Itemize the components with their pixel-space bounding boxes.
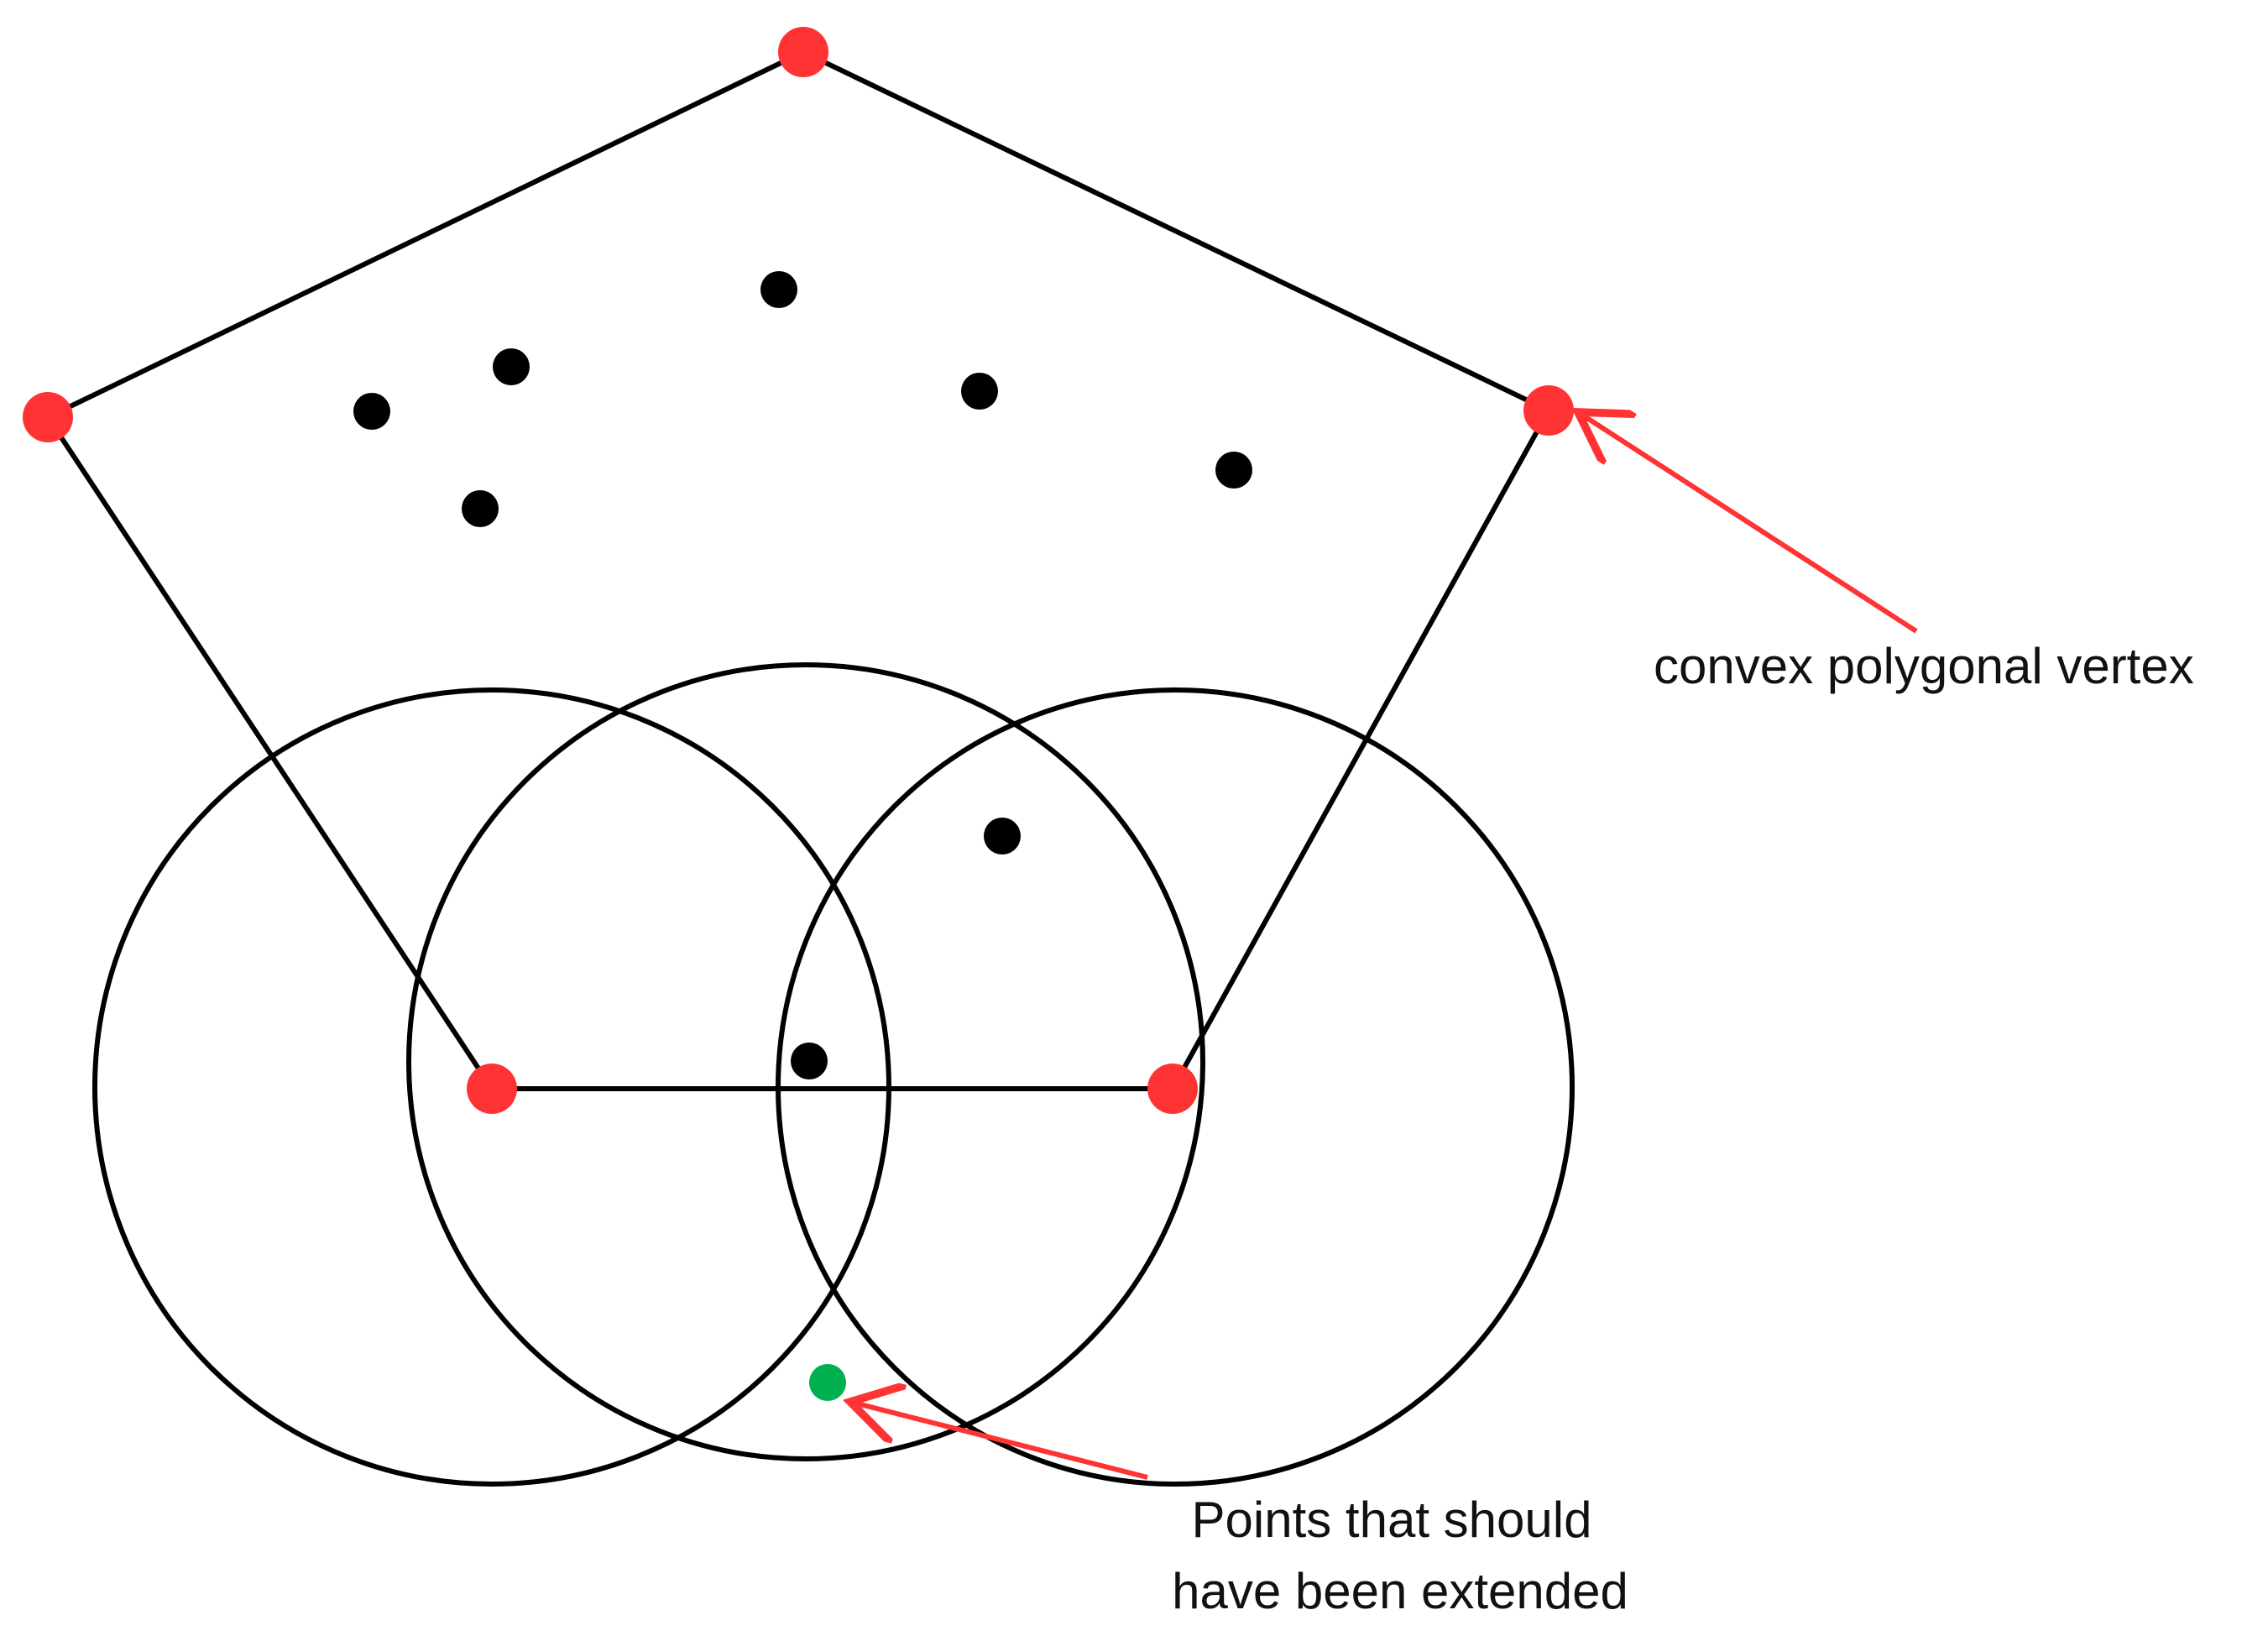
missed-point-annotation-arrow	[850, 1402, 1148, 1480]
missed-label-line1: Points that should	[1192, 1492, 1592, 1548]
polygon-edges	[45, 50, 1551, 1091]
circles	[92, 662, 1575, 1487]
edge-left	[45, 416, 494, 1090]
missed-point	[809, 1364, 846, 1401]
interior-point	[984, 818, 1021, 855]
missed-label-line2: have been extended	[1172, 1563, 1628, 1619]
interior-point	[1215, 452, 1252, 489]
interior-point	[760, 271, 797, 308]
interior-point	[791, 1043, 828, 1079]
interior-point	[462, 490, 499, 527]
hull-vertex-bottom-right	[1147, 1064, 1198, 1114]
interior-point	[961, 373, 998, 410]
vertex-label: convex polygonal vertex	[1654, 638, 2194, 694]
interior-point	[493, 348, 530, 385]
hull-vertex-top	[778, 27, 828, 77]
hull-vertex-right	[1523, 385, 1574, 436]
edge-right	[1170, 409, 1551, 1090]
edge-top-right	[802, 50, 1550, 413]
vertex-annotation-arrow	[1578, 412, 1918, 634]
hull-vertices	[23, 27, 1574, 1114]
hull-vertex-left	[23, 392, 73, 442]
annotation-arrows	[850, 412, 1918, 1480]
middle-circle	[406, 662, 1205, 1461]
interior-points	[353, 271, 1252, 1079]
edge-top-left	[46, 50, 805, 420]
hull-vertex-bottom-left	[467, 1064, 517, 1114]
interior-point	[353, 393, 390, 430]
